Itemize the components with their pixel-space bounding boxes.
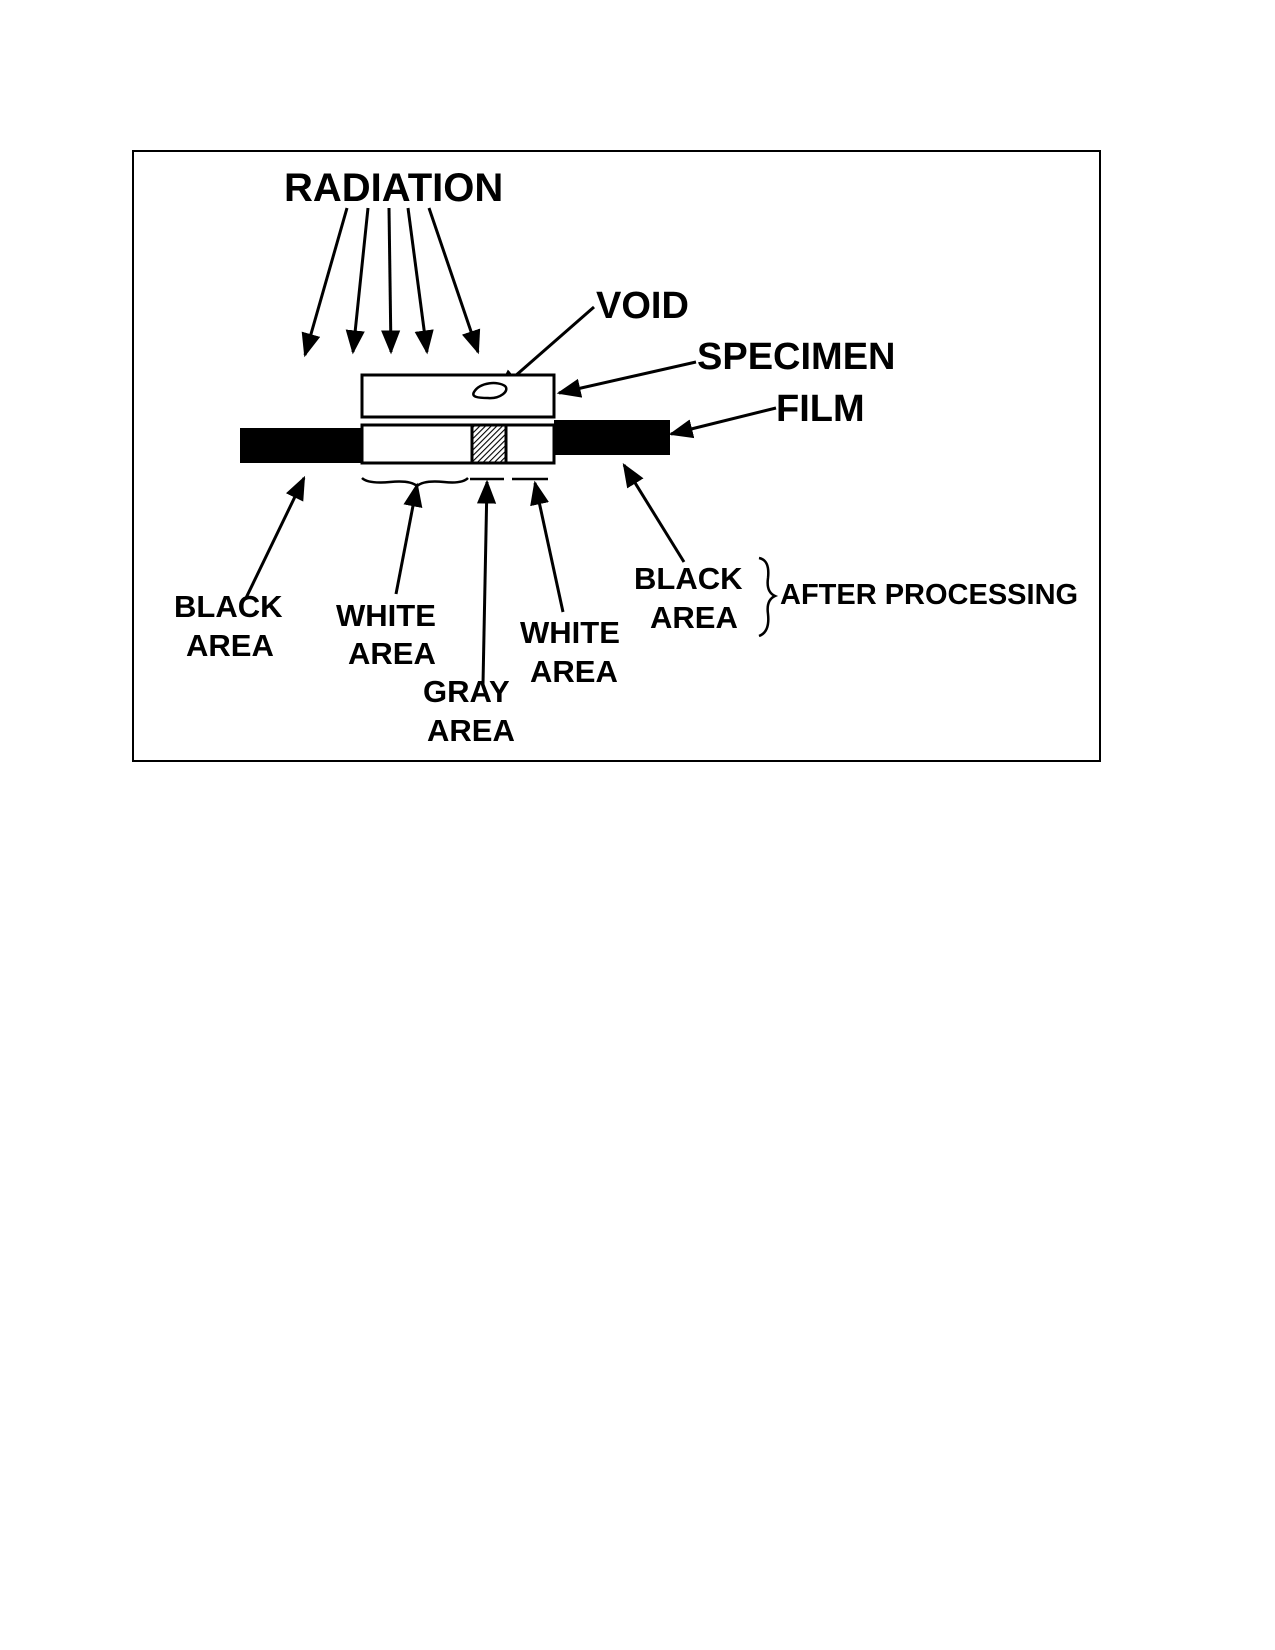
black-area-right-line2: AREA xyxy=(650,600,738,635)
film-black-left xyxy=(240,428,362,463)
black-area-left-line1: BLACK xyxy=(174,589,283,624)
white-area-left-line1: WHITE xyxy=(336,598,436,633)
black-area-right-label: BLACK AREA xyxy=(634,561,751,635)
radiation-arrows xyxy=(301,207,481,358)
region-braces xyxy=(361,477,548,488)
gray-area-line1: GRAY xyxy=(423,674,510,709)
film-white-right xyxy=(504,423,556,465)
white-area-right-line2: AREA xyxy=(530,654,618,689)
specimen-label: SPECIMEN xyxy=(697,336,895,378)
film-leader xyxy=(668,406,777,439)
figure-frame xyxy=(132,150,1101,762)
specimen-leader xyxy=(556,360,697,398)
void-shape xyxy=(472,381,508,400)
white-area-left-label: WHITE AREA xyxy=(336,598,445,671)
after-processing-brace xyxy=(758,556,779,638)
after-processing-label: AFTER PROCESSING xyxy=(780,579,1078,611)
specimen-block xyxy=(360,373,556,419)
film-white-left xyxy=(360,423,474,465)
void-label: VOID xyxy=(596,285,689,327)
white-area-left-line2: AREA xyxy=(348,636,436,671)
gray-area-label: GRAY AREA xyxy=(423,674,518,748)
black-area-left-line2: AREA xyxy=(186,628,274,663)
radiation-label: RADIATION xyxy=(284,166,503,210)
white-area-right-label: WHITE AREA xyxy=(520,615,629,689)
film-label: FILM xyxy=(776,388,865,430)
gray-area-line2: AREA xyxy=(427,713,515,748)
black-area-right-line1: BLACK xyxy=(634,561,743,596)
white-area-right-line1: WHITE xyxy=(520,615,620,650)
film-strip xyxy=(240,420,670,465)
film-black-right xyxy=(554,420,670,455)
lower-leaders xyxy=(244,462,686,685)
black-area-left-label: BLACK AREA xyxy=(174,589,291,663)
film-gray-center xyxy=(470,423,508,465)
